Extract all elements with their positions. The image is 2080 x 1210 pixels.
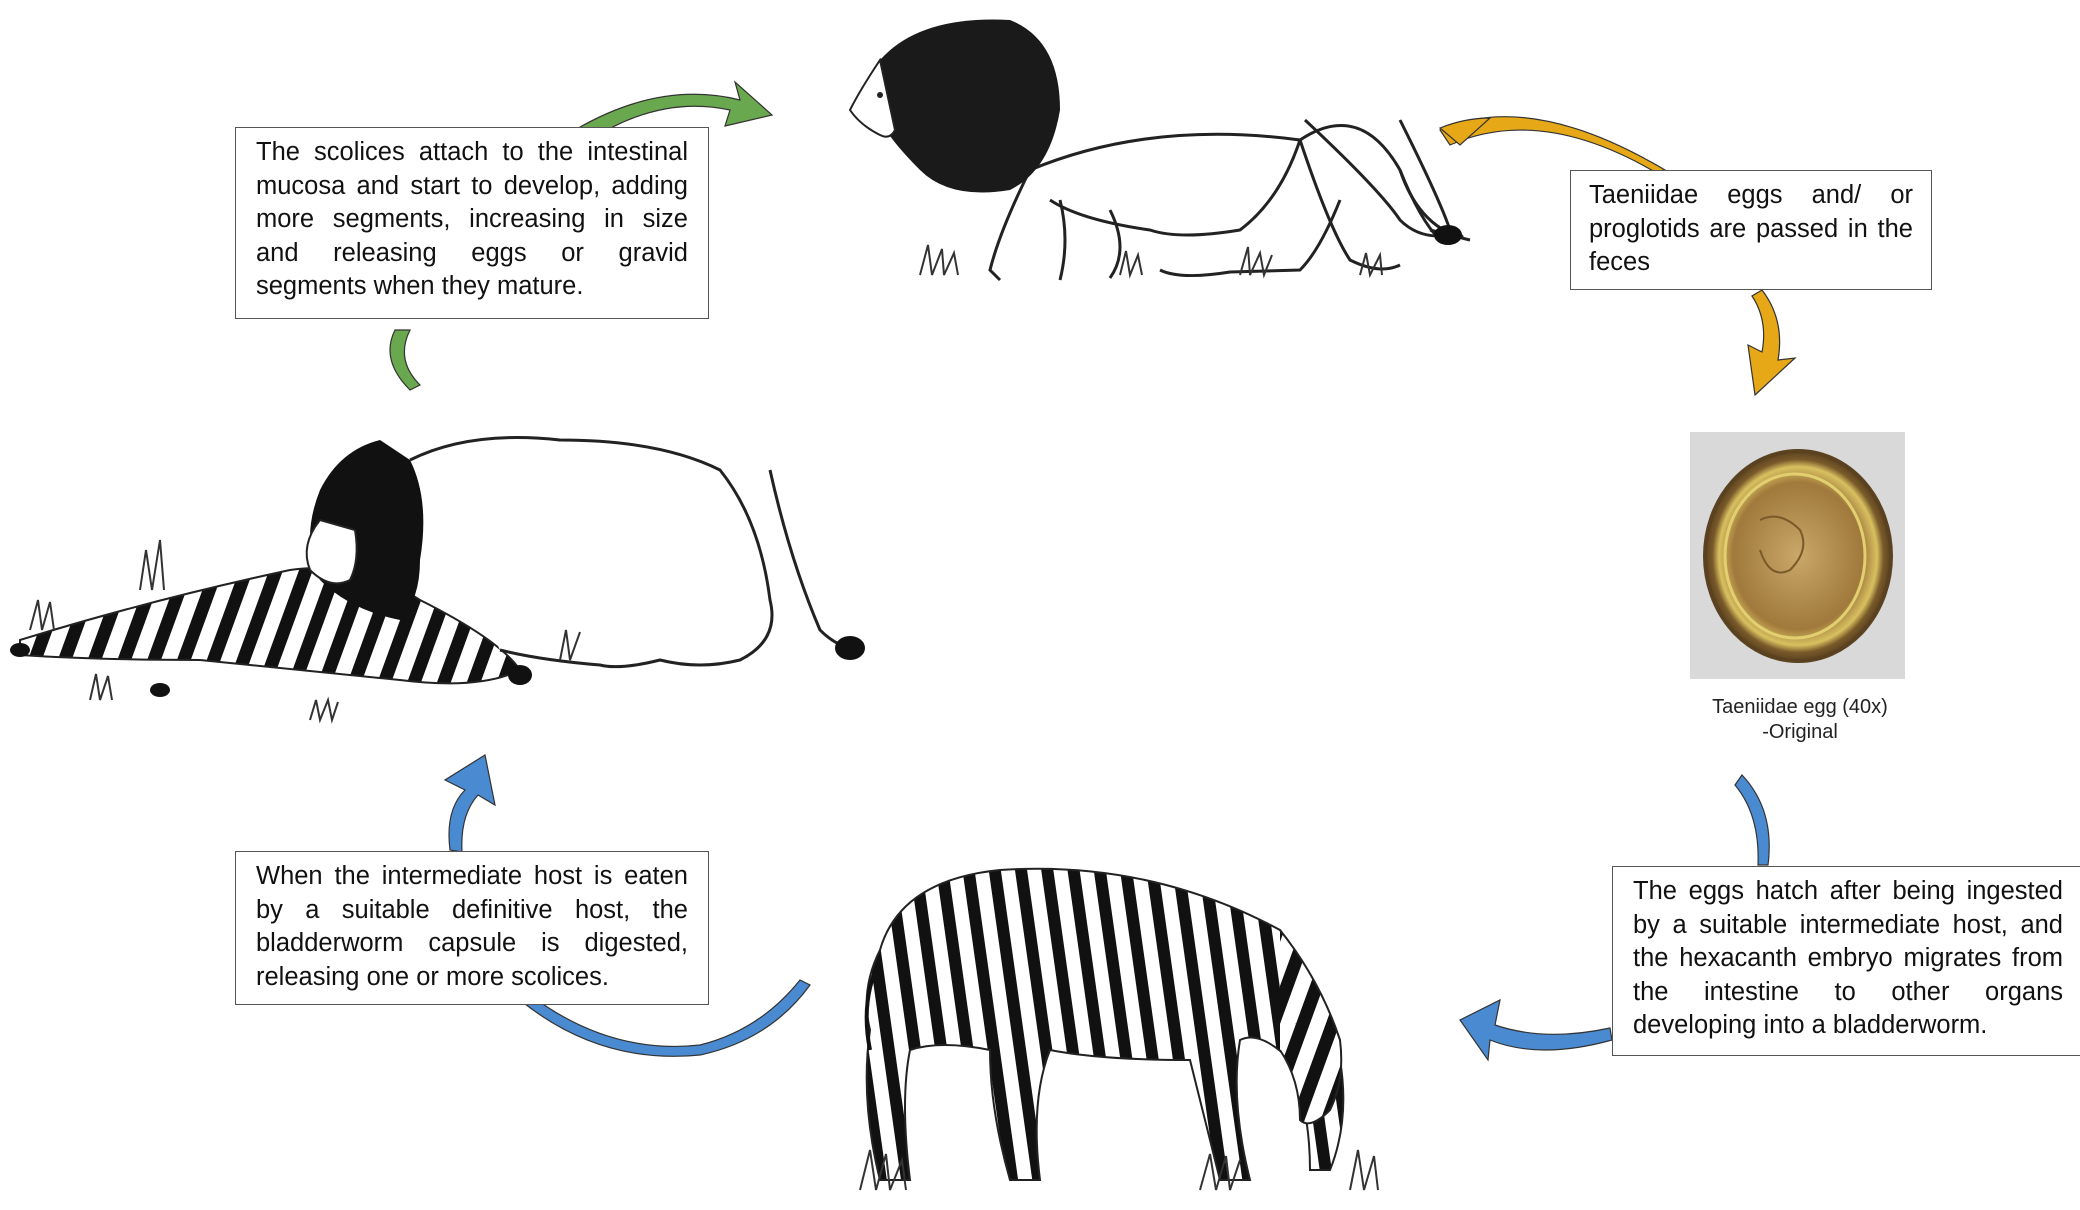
step-adult-development-box: The scolices attach to the intestinal mu…: [235, 127, 709, 319]
step-definitive-host-text: When the intermediate host is eaten by a…: [256, 862, 688, 991]
walking-lion-illustration: [990, 120, 1470, 280]
step-egg-hatching-text: The eggs hatch after being ingested by a…: [1633, 877, 2063, 1039]
lion-feeding-illustration: [10, 438, 865, 721]
step-eggs-passed-text: Taeniidae eggs and/ or proglotids are pa…: [1589, 181, 1913, 276]
step-egg-hatching-box: The eggs hatch after being ingested by a…: [1612, 866, 2080, 1056]
walking-lion-mane: [850, 20, 1060, 193]
grazing-zebra-illustration: [860, 869, 1378, 1190]
egg-caption: Taeniidae egg (40x) -Original: [1690, 695, 1910, 745]
step-adult-development-text: The scolices attach to the intestinal mu…: [256, 138, 688, 300]
egg-caption-line2: -Original: [1690, 720, 1910, 745]
arrow-blue-left-up: [445, 755, 495, 852]
step-eggs-passed-box: Taeniidae eggs and/ or proglotids are pa…: [1570, 170, 1932, 290]
step-definitive-host-box: When the intermediate host is eaten by a…: [235, 851, 709, 1005]
arrow-blue-bottom: [1460, 1000, 1612, 1060]
arrow-blue-right: [1735, 775, 1769, 865]
arrow-green-left: [390, 330, 420, 390]
taeniidae-egg-micrograph: [1690, 432, 1905, 679]
egg-caption-line1: Taeniidae egg (40x): [1690, 695, 1910, 720]
arrow-gold-right: [1748, 290, 1795, 395]
arrow-gold-top: [1440, 117, 1665, 172]
